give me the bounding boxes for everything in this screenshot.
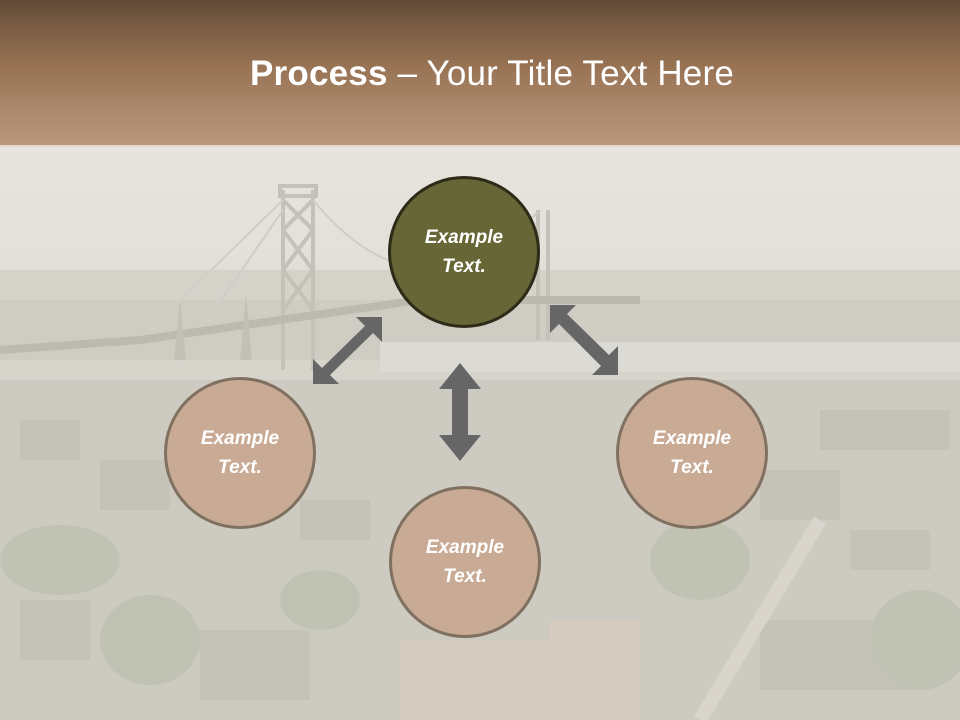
slide-title-bold: Process xyxy=(250,54,388,93)
node-text-line2: Text. xyxy=(442,256,486,277)
process-node-left: Example Text. xyxy=(164,377,316,529)
node-text-line2: Text. xyxy=(218,457,262,478)
node-text-line2: Text. xyxy=(443,566,487,587)
double-arrow-vertical xyxy=(439,363,481,461)
node-text-line1: Example xyxy=(424,227,504,248)
title-bar-divider xyxy=(0,145,960,147)
title-bar xyxy=(0,0,960,145)
bridge-cityscape-illustration xyxy=(0,184,960,720)
process-node-right: Example Text. xyxy=(616,377,768,529)
double-arrow-top-right xyxy=(550,305,618,375)
slide-title-rest: – Your Title Text Here xyxy=(387,54,734,93)
process-node-top: Example Text. xyxy=(388,176,540,328)
slide-title: Process – Your Title Text Here xyxy=(0,48,960,100)
node-text-line1: Example xyxy=(652,428,732,449)
double-arrow-top-left xyxy=(313,317,382,384)
process-node-bottom: Example Text. xyxy=(389,486,541,638)
node-text-line1: Example xyxy=(425,537,505,558)
node-text-line2: Text. xyxy=(670,457,714,478)
node-text-line1: Example xyxy=(200,428,280,449)
